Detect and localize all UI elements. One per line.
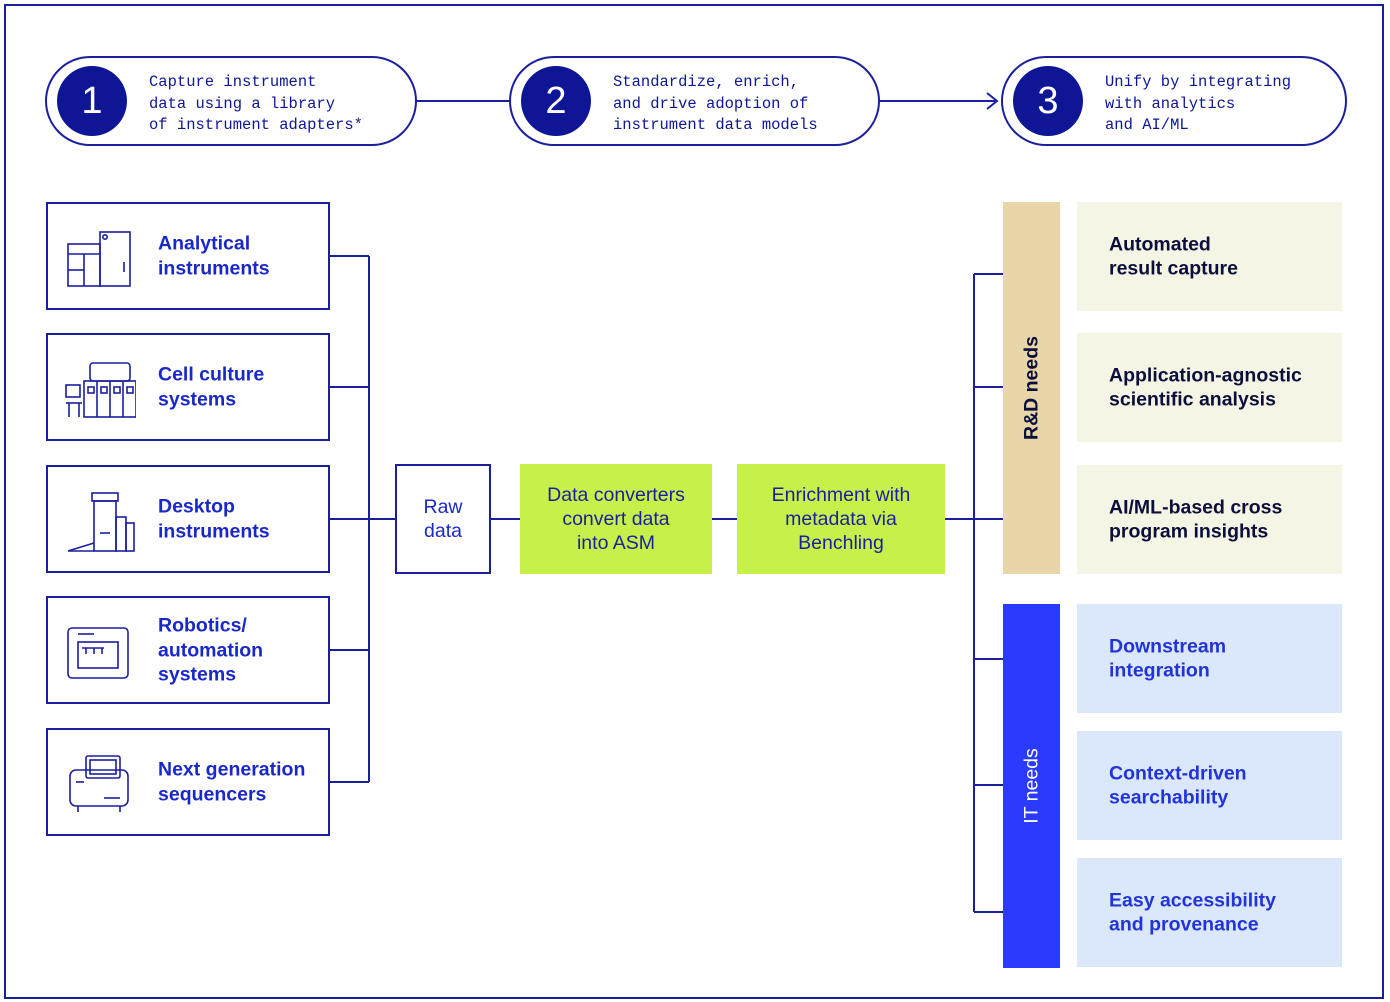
step-arrowhead (986, 92, 999, 110)
rd-need-item: AI/ML-based cross program insights (1077, 465, 1342, 574)
instrument-box-cell-culture: Cell culture systems (46, 333, 330, 441)
rd-need-item: Automated result capture (1077, 202, 1342, 311)
it-need-text: Context-driven searchability (1109, 762, 1247, 809)
it-needs-bar: IT needs (1003, 604, 1060, 968)
it-need-item: Easy accessibility and provenance (1077, 858, 1342, 967)
step-2-text: Standardize, enrich, and drive adoption … (613, 73, 818, 134)
step-2: 2 Standardize, enrich, and drive adoptio… (509, 56, 880, 146)
data-converters-box: Data converters convert data into ASM (520, 464, 712, 574)
step-number-3: 3 (1013, 66, 1083, 136)
rd-need-item: Application-agnostic scientific analysis (1077, 333, 1342, 442)
step-1: 1 Capture instrument data using a librar… (45, 56, 417, 146)
diagram-frame (4, 4, 1384, 999)
it-need-text: Downstream integration (1109, 635, 1227, 682)
step-3: 3 Unify by integrating with analytics an… (1001, 56, 1347, 146)
instrument-box-analytical: Analytical instruments (46, 202, 330, 310)
desktop-instrument-icon (67, 492, 135, 552)
step-number-1: 1 (57, 66, 127, 136)
instrument-label: Next generation sequencers (158, 758, 306, 806)
enrichment-box: Enrichment with metadata via Benchling (737, 464, 945, 574)
rd-need-text: Automated result capture (1109, 233, 1238, 280)
rd-need-text: Application-agnostic scientific analysis (1109, 364, 1302, 411)
it-need-item: Context-driven searchability (1077, 731, 1342, 840)
rd-needs-label: R&D needs (1020, 335, 1042, 441)
instrument-box-robotics: Robotics/ automation systems (46, 596, 330, 704)
instrument-label: Robotics/ automation systems (158, 614, 264, 686)
step-1-text: Capture instrument data using a library … (149, 73, 363, 134)
analytical-instrument-icon (67, 231, 131, 287)
instrument-label: Analytical instruments (158, 232, 270, 280)
it-need-text: Easy accessibility and provenance (1109, 889, 1276, 936)
rd-needs-bar: R&D needs (1003, 202, 1060, 574)
rd-need-text: AI/ML-based cross program insights (1109, 496, 1283, 543)
it-needs-label: IT needs (1020, 748, 1042, 824)
step-3-text: Unify by integrating with analytics and … (1105, 73, 1292, 134)
instrument-box-sequencer: Next generation sequencers (46, 728, 330, 836)
step-number-2: 2 (521, 66, 591, 136)
instrument-label: Cell culture systems (158, 363, 265, 411)
it-need-item: Downstream integration (1077, 604, 1342, 713)
sequencer-icon (69, 755, 129, 812)
instrument-box-desktop: Desktop instruments (46, 465, 330, 573)
cell-culture-icon (65, 362, 136, 418)
raw-data-box: Raw data (395, 464, 491, 574)
instrument-label: Desktop instruments (158, 495, 270, 543)
robotics-icon (67, 627, 129, 679)
